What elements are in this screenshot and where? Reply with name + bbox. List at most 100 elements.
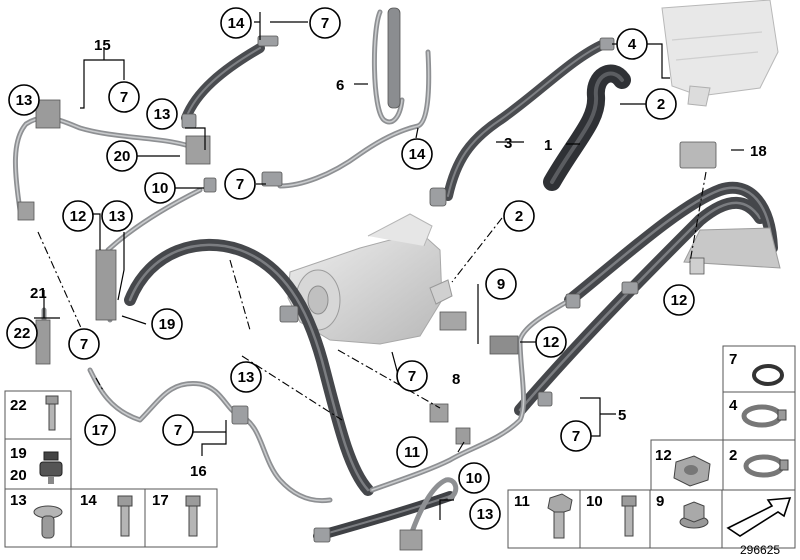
- svg-text:13: 13: [238, 369, 255, 386]
- hose-clamp-icon: [743, 454, 789, 478]
- svg-text:2: 2: [657, 96, 665, 113]
- parts-table-left: 22 19 20 13 14 17: [4, 390, 218, 548]
- svg-text:10: 10: [466, 470, 483, 487]
- callout-17: 17: [84, 414, 116, 446]
- svg-text:11: 11: [404, 444, 420, 461]
- flange-nut-icon: [679, 501, 709, 529]
- label-15: 15: [94, 37, 111, 54]
- svg-text:7: 7: [80, 336, 88, 353]
- svg-text:7: 7: [572, 428, 580, 445]
- svg-text:13: 13: [154, 106, 171, 123]
- arrow-icon: [726, 497, 792, 537]
- pressure-hose-main: [124, 238, 374, 496]
- svg-text:20: 20: [114, 148, 131, 165]
- callout-4: 4: [616, 28, 648, 60]
- rubber-grommet-icon: [39, 451, 63, 484]
- hex-nut-icon: [673, 455, 711, 487]
- parts-table-right: 7 4 12 2 11 10 9: [507, 345, 796, 549]
- callout-2: 2: [645, 88, 677, 120]
- svg-text:7: 7: [236, 176, 244, 193]
- hose-clamp-icon: [741, 404, 787, 428]
- reference-number: 296625: [740, 543, 780, 557]
- callout-12: 12: [62, 200, 94, 232]
- svg-text:14: 14: [228, 15, 245, 32]
- label-8: 8: [452, 371, 460, 388]
- svg-text:20: 20: [10, 467, 27, 484]
- callout-9: 9: [485, 268, 517, 300]
- callout-2: 2: [503, 200, 535, 232]
- leader-lines: [34, 12, 744, 520]
- callout-7: 7: [560, 420, 592, 452]
- hex-bolt-icon: [547, 493, 573, 539]
- callout-13: 13: [146, 98, 178, 130]
- svg-text:14: 14: [409, 146, 426, 163]
- svg-text:19: 19: [159, 316, 176, 333]
- svg-text:13: 13: [477, 506, 494, 523]
- callout-11: 11: [396, 436, 428, 468]
- svg-text:13: 13: [109, 208, 126, 225]
- svg-text:19: 19: [10, 445, 27, 462]
- callout-7: 7: [68, 328, 100, 360]
- label-1: 1: [544, 137, 552, 154]
- callout-14: 14: [220, 7, 252, 39]
- label-21: 21: [30, 285, 47, 302]
- svg-text:10: 10: [586, 493, 603, 510]
- callout-12: 12: [663, 284, 695, 316]
- svg-text:2: 2: [729, 447, 737, 464]
- push-clip-icon: [33, 505, 63, 539]
- svg-text:17: 17: [152, 492, 169, 509]
- callout-22: 22: [6, 317, 38, 349]
- label-16: 16: [190, 463, 207, 480]
- hose-3: [443, 39, 609, 201]
- svg-text:10: 10: [152, 180, 169, 197]
- svg-text:4: 4: [628, 36, 637, 53]
- hose-bottom: [313, 491, 455, 541]
- svg-text:7: 7: [729, 351, 737, 368]
- svg-text:13: 13: [16, 92, 33, 109]
- svg-text:11: 11: [514, 493, 530, 510]
- callout-13: 13: [469, 498, 501, 530]
- svg-text:9: 9: [497, 276, 505, 293]
- callout-7: 7: [224, 168, 256, 200]
- svg-text:2: 2: [515, 208, 523, 225]
- svg-text:22: 22: [10, 397, 27, 414]
- callout-20: 20: [106, 140, 138, 172]
- label-18: 18: [750, 143, 767, 160]
- callout-7: 7: [396, 360, 428, 392]
- svg-text:7: 7: [174, 422, 182, 439]
- label-3: 3: [504, 135, 512, 152]
- svg-text:12: 12: [655, 447, 672, 464]
- callout-7: 7: [108, 81, 140, 113]
- svg-text:12: 12: [543, 334, 560, 351]
- hose-top-left: [181, 43, 265, 123]
- hose-1: [543, 64, 631, 191]
- callout-7: 7: [309, 7, 341, 39]
- callout-13: 13: [101, 200, 133, 232]
- callout-13: 13: [8, 84, 40, 116]
- svg-text:7: 7: [408, 368, 416, 385]
- svg-text:12: 12: [70, 208, 87, 225]
- svg-text:9: 9: [656, 493, 664, 510]
- svg-text:7: 7: [321, 15, 329, 32]
- reservoir: [661, 0, 779, 107]
- callout-14: 14: [401, 138, 433, 170]
- callout-19: 19: [151, 308, 183, 340]
- label-6: 6: [336, 77, 344, 94]
- torx-bolt-icon: [621, 495, 637, 537]
- svg-text:22: 22: [14, 325, 31, 342]
- svg-text:4: 4: [729, 397, 738, 414]
- bolt-with-washer-icon: [45, 395, 59, 431]
- torx-bolt-icon: [117, 495, 133, 537]
- svg-text:14: 14: [80, 492, 97, 509]
- svg-text:7: 7: [120, 89, 128, 106]
- callout-12: 12: [535, 326, 567, 358]
- callout-10: 10: [458, 462, 490, 494]
- callout-10: 10: [144, 172, 176, 204]
- callout-13: 13: [230, 361, 262, 393]
- torx-bolt-icon: [185, 495, 201, 537]
- hose-12-upper: [564, 181, 778, 306]
- callout-7: 7: [162, 414, 194, 446]
- heat-shield: [683, 227, 781, 269]
- svg-text:13: 13: [10, 492, 27, 509]
